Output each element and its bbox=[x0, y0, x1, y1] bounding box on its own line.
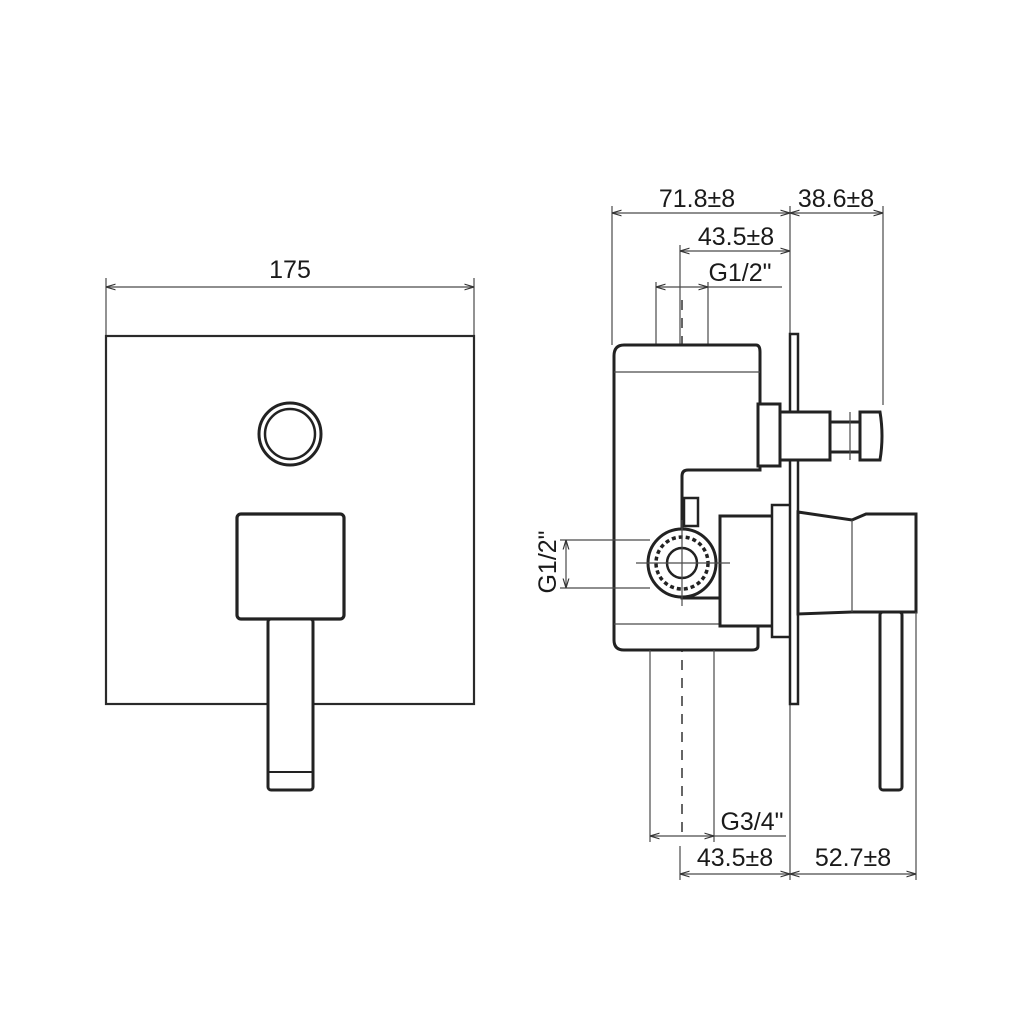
dim-thread-bottom-label: G3/4" bbox=[720, 808, 783, 836]
dim-top-inner-label: 43.5±8 bbox=[698, 223, 774, 251]
dim-bottom-inner-label: 43.5±8 bbox=[697, 844, 773, 872]
lever-handle-rod bbox=[878, 610, 904, 792]
dim-top-right-label: 38.6±8 bbox=[798, 185, 874, 213]
dim-thread-top-label: G1/2" bbox=[708, 259, 771, 287]
handle-lever bbox=[266, 617, 315, 792]
side-inlet-stem bbox=[682, 496, 700, 528]
diverter-knob-inner bbox=[263, 407, 317, 461]
dim-thread-side-label: G1/2" bbox=[534, 530, 562, 593]
front-view: 175 bbox=[104, 256, 476, 792]
front-width-label: 175 bbox=[269, 256, 311, 284]
upper-fitting-base bbox=[756, 402, 782, 468]
side-view: 71.8±8 38.6±8 43.5±8 G1/2" bbox=[534, 185, 918, 880]
upper-fitting-neck bbox=[778, 410, 832, 462]
lever-handle-side bbox=[796, 510, 918, 616]
upper-fitting-tip bbox=[828, 420, 862, 454]
dim-bottom-right-label: 52.7±8 bbox=[815, 844, 891, 872]
handle-body bbox=[235, 512, 346, 621]
upper-fitting-cap bbox=[858, 410, 884, 462]
dim-top-outer-label: 71.8±8 bbox=[659, 185, 735, 213]
